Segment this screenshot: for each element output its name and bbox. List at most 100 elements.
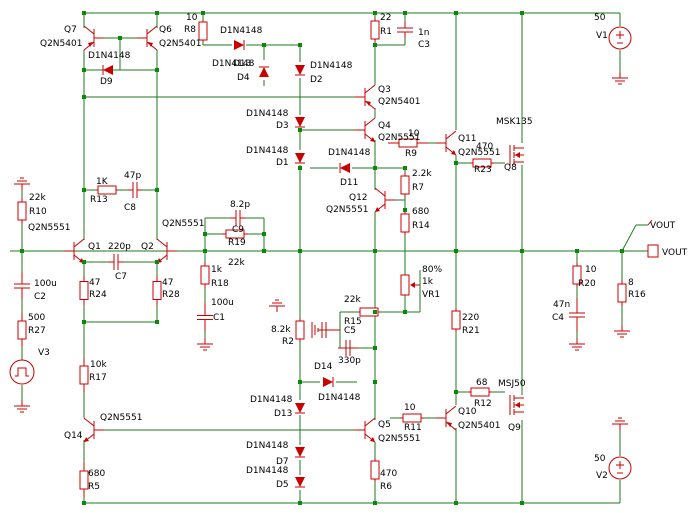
capacitor-c1: [197, 303, 213, 332]
resistor-r5: [79, 463, 89, 497]
label-r21n: R21: [462, 326, 480, 336]
transistor-q7: [83, 25, 104, 51]
label-c4v: 47n: [553, 300, 570, 310]
source-v3: [9, 359, 35, 385]
label-r10v: 22k: [29, 193, 46, 203]
ground-v2: [612, 417, 628, 430]
transistor-q3: [355, 84, 376, 110]
capacitor-c9: [230, 210, 246, 226]
label-vr1p: 80%: [422, 265, 442, 275]
junction-node: [403, 11, 407, 15]
label-q12m: Q2N5551: [326, 205, 368, 215]
diode-d3: [295, 117, 305, 128]
label-vr1n: VR1: [422, 290, 440, 300]
label-r10n: R10: [29, 207, 47, 217]
junction-node: [298, 380, 302, 384]
junction-node: [118, 36, 122, 40]
label-d13b: D1N4148: [250, 395, 293, 405]
junction-node: [262, 249, 266, 253]
ground-mid: [269, 299, 285, 312]
mosfet-q9: [509, 395, 524, 415]
label-q3: Q3: [378, 85, 391, 95]
resistor-r15: [358, 307, 380, 317]
label-r20v: 10: [585, 265, 597, 275]
junction-node: [203, 249, 207, 253]
junction-node: [454, 249, 458, 253]
source-v1: [608, 26, 632, 50]
resistor-r27: [17, 313, 27, 347]
label-v1v: 50: [594, 13, 606, 23]
resistor-r14: [400, 211, 410, 235]
label-c7v: 220p: [108, 242, 131, 252]
label-d5n: D5: [276, 480, 289, 490]
label-q10: Q10: [458, 407, 477, 417]
label-c1v: 100u: [211, 298, 234, 308]
label-q12: Q12: [349, 193, 368, 203]
resistor-r12: [468, 387, 492, 397]
label-q7: Q7: [64, 25, 77, 35]
transistor-q11: [436, 130, 457, 156]
junction-node: [373, 166, 377, 170]
junction-node: [454, 161, 458, 165]
label-r15v: 22k: [344, 295, 361, 305]
diode-d9: [102, 65, 113, 75]
transistor-q14: [83, 417, 104, 443]
label-q1: Q1: [88, 242, 101, 252]
label-r20n: R20: [578, 279, 596, 289]
label-d5: D1N4148: [246, 466, 289, 476]
resistor-r28: [152, 276, 162, 305]
label-q6: Q6: [159, 25, 172, 35]
transistor-q4: [355, 117, 376, 143]
diode-d1: [295, 153, 305, 164]
label-r17v: 10k: [90, 360, 107, 370]
label-r28v: 47: [162, 278, 173, 288]
junction-node: [155, 260, 159, 264]
junction-node: [520, 11, 524, 15]
trimmer-vr1: [400, 270, 421, 313]
junction-node: [373, 501, 377, 505]
label-r24n: R24: [89, 290, 107, 300]
label-v2n: V2: [596, 471, 608, 481]
label-c7n: C7: [115, 272, 127, 282]
label-r12n: R12: [474, 399, 492, 409]
label-q8: Q8: [504, 163, 517, 173]
label-q6m: Q2N5401: [159, 39, 201, 49]
junction-node: [155, 320, 159, 324]
label-d13n: D13: [233, 59, 251, 69]
label-r12v: 68: [476, 378, 488, 388]
label-c2n: C2: [34, 292, 46, 302]
label-q10m: Q2N5401: [458, 421, 500, 431]
junction-node: [373, 380, 377, 384]
junction-node: [373, 249, 377, 253]
label-d9: D1N4148: [88, 51, 131, 61]
diode-d13: [234, 40, 245, 50]
diode-d11: [339, 163, 350, 173]
capacitor-c5: [338, 340, 358, 356]
label-r17n: R17: [89, 373, 107, 383]
capacitor-c7: [108, 254, 124, 270]
label-q14: Q14: [64, 431, 83, 441]
ground-c4: [569, 338, 585, 351]
resistor-r8: [198, 20, 208, 42]
label-r27v: 500: [28, 313, 45, 323]
label-r27n: R27: [28, 326, 46, 336]
label-r23v: 470: [476, 142, 493, 152]
junction-node: [20, 249, 24, 253]
label-c9n: C9: [232, 225, 244, 235]
junction-node: [82, 260, 86, 264]
junction-node: [298, 166, 302, 170]
label-c4n: C4: [552, 313, 564, 323]
label-d2n: D2: [310, 75, 323, 85]
junction-node: [203, 232, 207, 236]
label-c5v: 330p: [338, 356, 361, 366]
junction-node: [575, 249, 579, 253]
resistor-r16: [617, 280, 627, 306]
transistor-q12: [374, 187, 395, 213]
transistor-q10: [436, 405, 457, 431]
diode-d7: [295, 447, 305, 458]
label-r9n: R9: [405, 149, 417, 159]
label-c3v: 1n: [418, 28, 429, 38]
